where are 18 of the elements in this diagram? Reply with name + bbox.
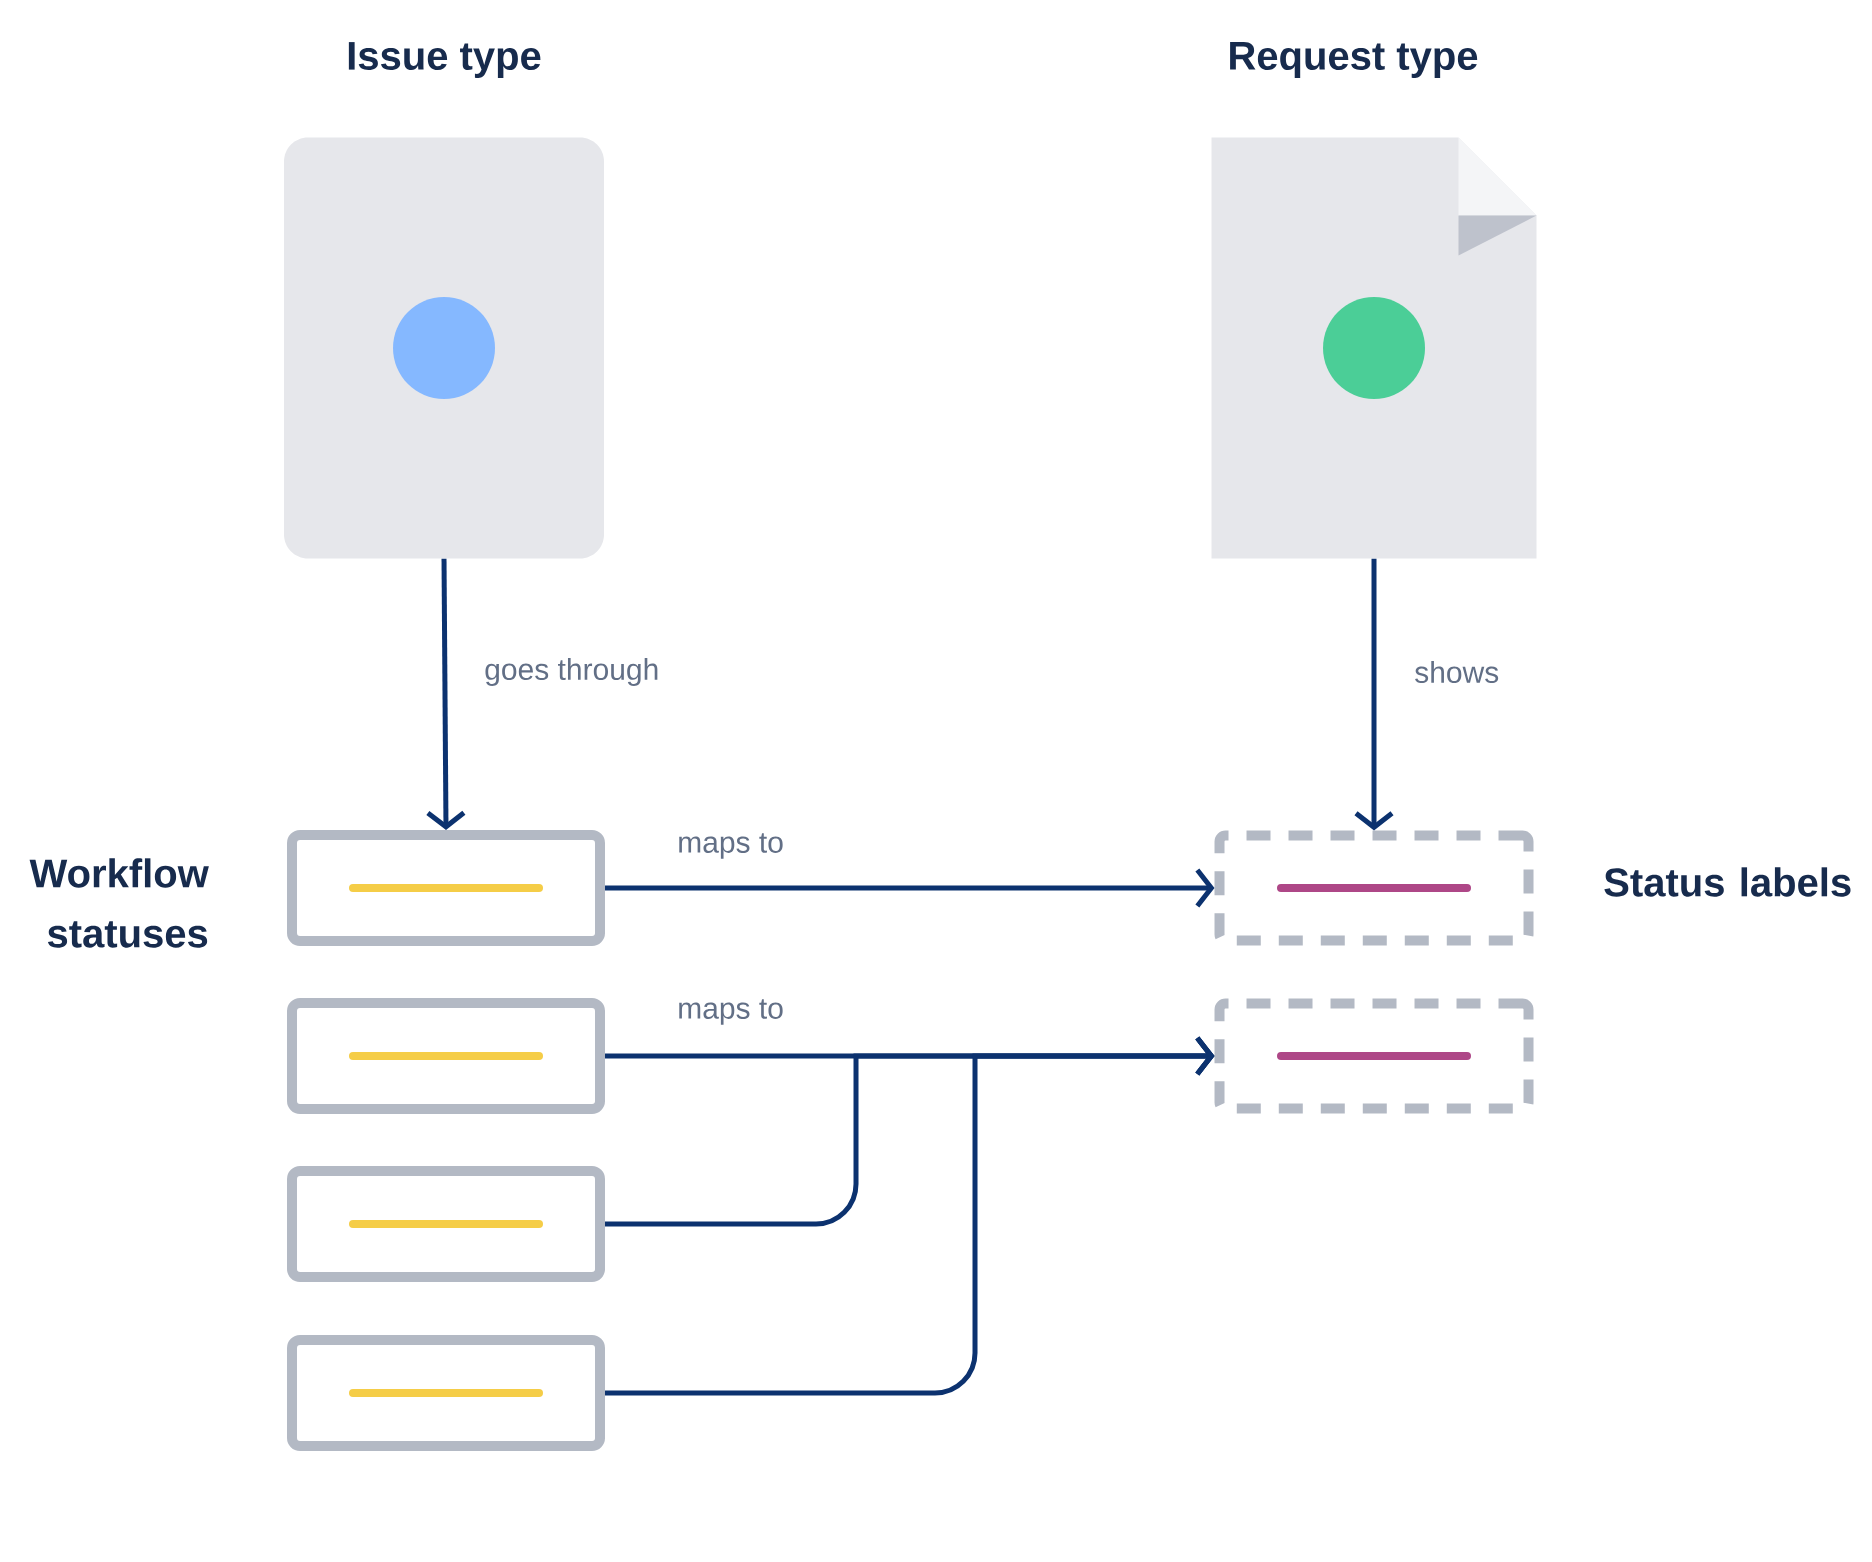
edge-label: maps to — [675, 997, 786, 1027]
group-heading: Status labels — [1604, 867, 1851, 897]
edge-label: goes through — [482, 656, 662, 688]
arrow — [605, 868, 1215, 908]
status-box — [287, 1335, 605, 1451]
dashed-box — [1214, 998, 1534, 1114]
group-heading: Workflow statuses — [29, 858, 209, 948]
arrow — [605, 1036, 1215, 1396]
status-box — [287, 830, 605, 946]
heading: Issue type — [348, 42, 541, 78]
arrow — [426, 558, 466, 830]
edge-label: maps to — [675, 831, 786, 861]
status-box — [287, 1166, 605, 1282]
edge-label: shows — [1412, 659, 1502, 685]
heading: Request type — [1230, 42, 1478, 78]
status-box — [287, 998, 605, 1114]
arrow — [1354, 558, 1394, 831]
dashed-box — [1214, 830, 1534, 946]
